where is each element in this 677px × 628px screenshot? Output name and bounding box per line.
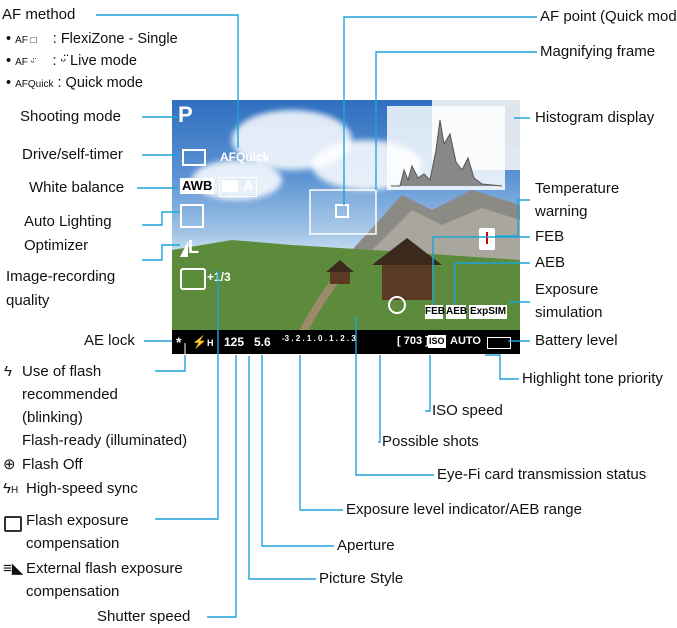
label-magnifying-frame: Magnifying frame [540, 43, 656, 60]
af-sep: : [52, 31, 57, 47]
exposure-scale: -3 . 2 . 1 . 0 . 1 . 2 . 3 [282, 334, 356, 343]
af-sep: : [52, 53, 57, 69]
hss-icon: ϟH [3, 480, 19, 497]
label-aeb: AEB [535, 254, 566, 271]
picture-style-icon: A [219, 177, 257, 197]
af-text: Quick mode [65, 75, 143, 91]
label-flash-rec-4: Flash-ready (illuminated) [22, 432, 188, 449]
label-flash-off: Flash Off [22, 456, 83, 473]
ext-flash-icon: ≡◣ [3, 560, 24, 577]
drive-single-icon [182, 149, 206, 166]
af-live-icon: AF ᵕ̈ [15, 57, 35, 68]
shutter-display: 125 [224, 335, 245, 349]
label-white-balance: White balance [29, 179, 125, 196]
label-aperture: Aperture [337, 537, 395, 554]
label-af-method: AF method [2, 6, 76, 23]
label-histogram: Histogram display [535, 109, 655, 126]
expsim-tag: ExpSIM [469, 305, 507, 319]
label-shooting-mode: Shooting mode [20, 108, 121, 125]
label-flash-rec-3: (blinking) [22, 409, 83, 426]
quality-letter: L [188, 237, 199, 257]
status-bar: * ⚡H 125 5.6 -3 . 2 . 1 . 0 . 1 . 2 . 3 … [172, 330, 520, 354]
label-af-point: AF point (Quick mode) [540, 8, 677, 25]
label-flash-rec-1: Use of flash [22, 363, 102, 380]
quality-display: L [180, 237, 199, 257]
label-possible-shots: Possible shots [382, 433, 479, 450]
feb-tag: FEB [425, 305, 445, 319]
picture-style-swatch-icon [222, 180, 238, 192]
af-flexizone-icon: AF □ [15, 35, 37, 46]
awb-display: AWB [180, 178, 215, 194]
label-alo-2: Optimizer [24, 237, 89, 254]
flash-h-letter: H [206, 338, 214, 348]
thermometer-icon [486, 232, 488, 244]
label-picture-style: Picture Style [319, 570, 404, 587]
label-flash-rec-2: recommended [22, 386, 118, 403]
label-exp-level: Exposure level indicator/AEB range [346, 501, 582, 518]
label-ae-lock: AE lock [84, 332, 135, 349]
label-irq-1: Image-recording [6, 268, 116, 285]
quality-triangle-icon [180, 241, 188, 257]
label-irq-2: quality [6, 292, 50, 309]
fec-value: +1/3 [207, 270, 231, 284]
label-shutter: Shutter speed [97, 608, 191, 625]
af-text: FlexiZone - Single [60, 31, 178, 47]
af-item-quick: • AFQuick : Quick mode [6, 75, 143, 91]
label-battery: Battery level [535, 332, 618, 349]
alo-icon [180, 204, 204, 228]
shots-display: [ 703 ] [397, 335, 429, 347]
label-expsim-2: simulation [535, 304, 603, 321]
af-text: ᵕ̈ Live mode [60, 53, 137, 69]
picture-style-letter: A [243, 178, 253, 193]
iso-display: AUTO [450, 335, 481, 347]
shooting-mode-display: P [178, 102, 193, 127]
magnifying-frame [309, 189, 377, 235]
aeb-tag: AEB [446, 305, 468, 319]
fec-legend-icon [4, 516, 22, 532]
iso-badge-icon: ISO [428, 335, 446, 348]
label-fec-1: Flash exposure [26, 512, 129, 529]
ae-lock-star: * [176, 334, 182, 350]
flash-rec-row: ϟ [4, 363, 12, 381]
label-temp-1: Temperature [535, 180, 620, 197]
label-iso: ISO speed [432, 402, 503, 419]
fec-icon [180, 268, 206, 290]
flash-off-icon: ⊕ [3, 456, 16, 473]
af-point-frame [335, 204, 349, 218]
label-eyefi: Eye-Fi card transmission status [437, 466, 647, 483]
live-view-screen: P AFQuick AWB A L +1/3 FEB AEB ExpSIM * … [172, 100, 520, 354]
label-ext-fec-1: External flash exposure [26, 560, 183, 577]
label-drive: Drive/self-timer [22, 146, 123, 163]
label-alo-1: Auto Lighting [24, 213, 112, 230]
label-feb: FEB [535, 228, 565, 245]
label-expsim-1: Exposure [535, 281, 599, 298]
battery-icon [487, 337, 511, 349]
af-item-live: • AF ᵕ̈ : ᵕ̈ Live mode [6, 53, 137, 69]
label-hss: High-speed sync [26, 480, 138, 497]
eyefi-icon [388, 296, 406, 314]
label-fec-2: compensation [26, 535, 120, 552]
af-quick-icon: AFQuick [15, 79, 54, 90]
temperature-warning-icon [479, 228, 495, 250]
af-sep: : [57, 75, 62, 91]
flash-icon: ⚡H [192, 335, 214, 349]
flash-bolt-icon: ϟ [4, 363, 12, 380]
label-temp-2: warning [535, 203, 588, 220]
af-quick-display: AFQuick [220, 150, 270, 164]
label-highlight: Highlight tone priority [522, 370, 663, 387]
label-ext-fec-2: compensation [26, 583, 120, 600]
af-item-flexizone: • AF □ : FlexiZone - Single [6, 31, 178, 47]
aperture-display: 5.6 [254, 335, 271, 349]
